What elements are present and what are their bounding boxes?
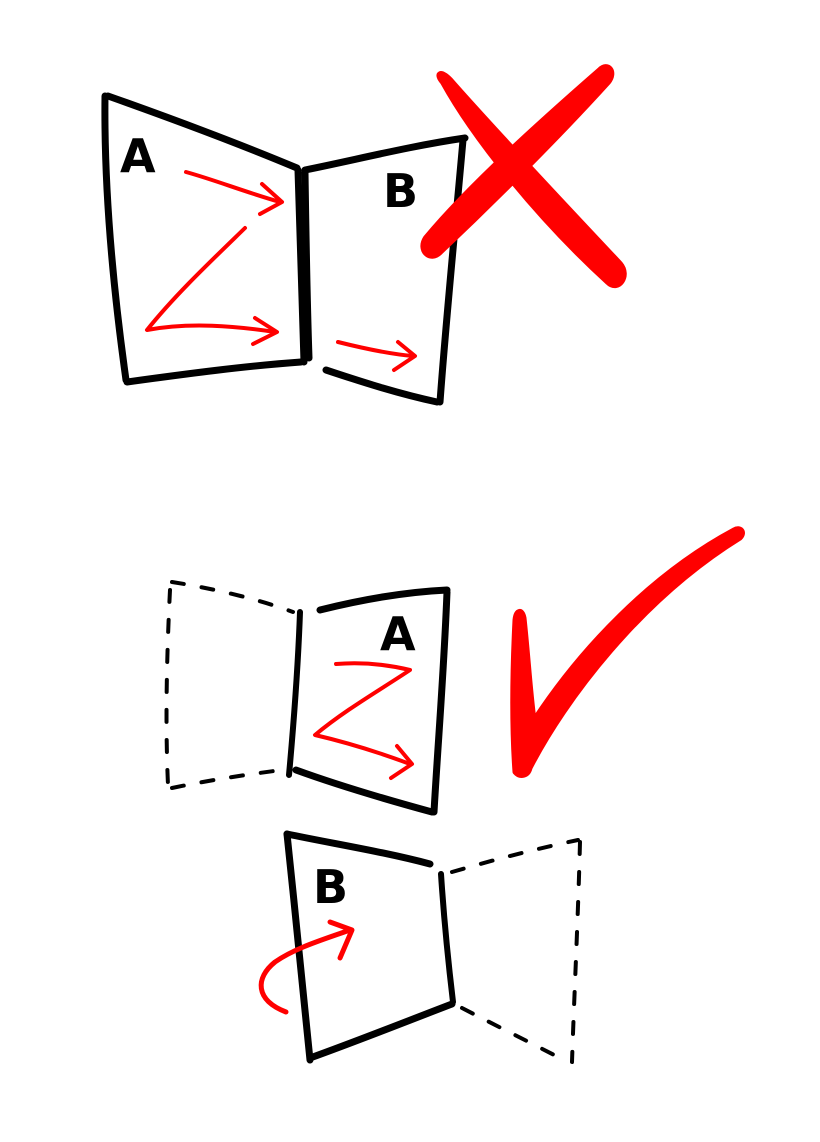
page-label-a: A (120, 129, 156, 183)
reading-order-arrow-a (313, 661, 414, 780)
lower-dashed-page (450, 838, 582, 1064)
spread-right-page (301, 134, 469, 406)
upper-page-a (286, 586, 451, 816)
page-label-b-correct: B (313, 860, 348, 914)
reading-order-arrow-b (258, 919, 355, 1015)
check-mark-icon (510, 526, 745, 778)
lower-page-b (283, 830, 456, 1064)
correct-layout: A B (164, 526, 745, 1064)
page-label-a-correct: A (380, 607, 416, 661)
page-label-b: B (383, 164, 418, 218)
x-mark-icon (420, 64, 627, 289)
reading-order-arrows (145, 170, 417, 372)
spread-left-page (101, 92, 308, 386)
upper-dashed-page (164, 580, 295, 790)
incorrect-spread: A B (101, 64, 627, 406)
